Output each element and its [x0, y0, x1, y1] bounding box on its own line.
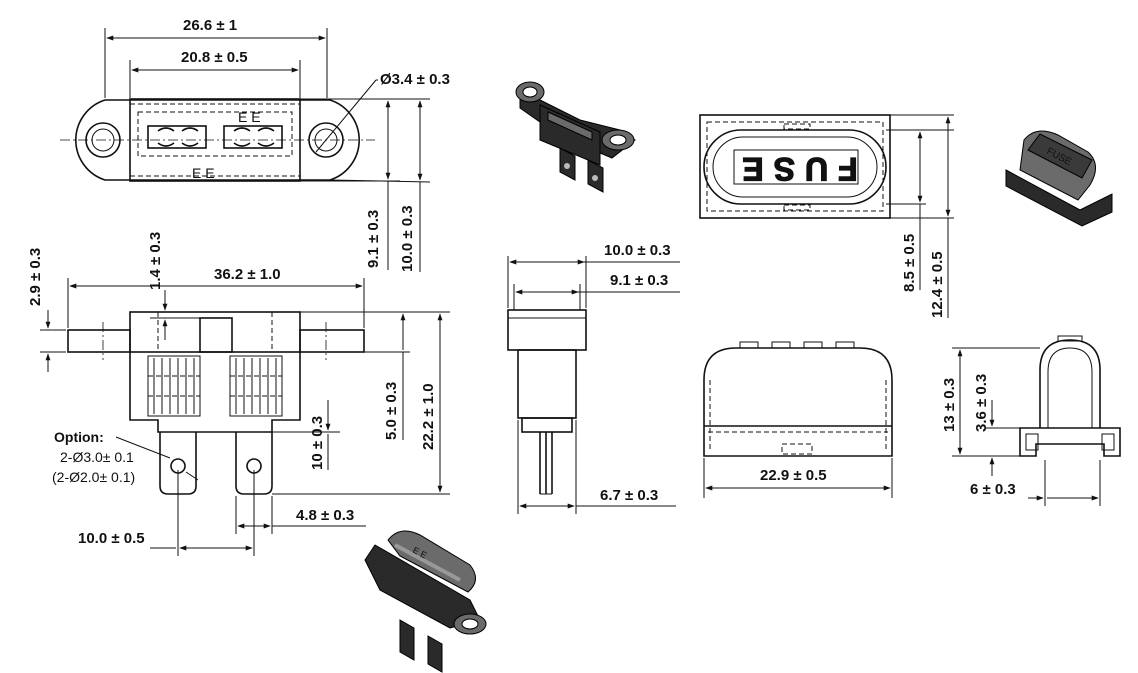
dim-10-label: 10 ± 0.3 — [309, 416, 326, 470]
cover-label: FUSE — [732, 151, 857, 187]
dim-26-6-label: 26.6 ± 1 — [183, 17, 237, 34]
dim-side: 10.0 ± 0.3 9.1 ± 0.3 6.7 ± 0.3 — [507, 242, 680, 514]
dim-flange-thk: 2.9 ± 0.3 — [27, 248, 66, 372]
cover-3d: FUSE — [1005, 130, 1113, 227]
dim-36-2-label: 36.2 ± 1.0 — [214, 266, 281, 283]
option-title: Option: — [54, 429, 104, 445]
holder-3d-top — [515, 81, 636, 193]
dim-22-2-label: 22.2 ± 1.0 — [420, 383, 437, 450]
dim-cover-top: 8.5 ± 0.5 12.4 ± 0.5 — [886, 114, 954, 318]
dim-1-4-label: 1.4 ± 0.3 — [147, 232, 164, 290]
dim-hole-dia: Ø3.4 ± 0.3 — [315, 71, 450, 153]
dim-terminal-width: 4.8 ± 0.3 — [235, 496, 366, 534]
dim-front-heights: 5.0 ± 0.3 22.2 ± 1.0 — [272, 311, 450, 495]
option-line1: 2-Ø3.0± 0.1 — [60, 449, 134, 465]
dim-front-overall: 36.2 ± 1.0 — [67, 266, 365, 328]
dim-5-0-label: 5.0 ± 0.3 — [383, 382, 400, 440]
dim-side-9-1-label: 9.1 ± 0.3 — [610, 272, 668, 289]
cover-front-view — [703, 341, 893, 457]
holder-marking: E E — [192, 165, 215, 181]
dim-terminal-len: 10 ± 0.3 — [272, 400, 340, 470]
dim-6-label: 6 ± 0.3 — [970, 481, 1016, 498]
dim-8-5-label: 8.5 ± 0.5 — [901, 234, 918, 292]
dim-hole-label: Ø3.4 ± 0.3 — [380, 71, 450, 88]
dim-cover-side: 13 ± 0.3 3.6 ± 0.3 6 ± 0.3 — [941, 347, 1101, 506]
dim-10-0-pitch-label: 10.0 ± 0.5 — [78, 530, 145, 547]
dim-20-8-label: 20.8 ± 0.5 — [181, 49, 248, 66]
dim-10-0-label: 10.0 ± 0.3 — [399, 205, 416, 272]
dim-step: 1.4 ± 0.3 — [147, 232, 200, 340]
dim-6-7-label: 6.7 ± 0.3 — [600, 487, 658, 504]
dim-2-9-label: 2.9 ± 0.3 — [27, 248, 44, 306]
cover-side-view — [1019, 335, 1121, 457]
dim-top-overall: 26.6 ± 1 — [104, 17, 328, 98]
cover-top-view: FUSE — [699, 114, 891, 219]
dim-4-8-label: 4.8 ± 0.3 — [296, 507, 354, 524]
option-line2: (2-Ø2.0± 0.1) — [52, 469, 135, 485]
dim-3-6-label: 3.6 ± 0.3 — [973, 374, 990, 432]
dim-top-inner: 20.8 ± 0.5 — [129, 49, 301, 98]
option-note: Option: 2-Ø3.0± 0.1 (2-Ø2.0± 0.1) — [52, 429, 199, 485]
front-view-holder — [67, 311, 365, 495]
right-contact — [229, 355, 283, 417]
top-view-holder: E E E E — [60, 98, 375, 182]
dim-13-label: 13 ± 0.3 — [941, 378, 958, 432]
dim-9-1-label: 9.1 ± 0.3 — [365, 210, 382, 268]
holder-marking-top: E E — [238, 109, 261, 125]
dim-terminal-pitch: 10.0 ± 0.5 — [78, 470, 255, 556]
dim-top-heights: 9.1 ± 0.3 10.0 ± 0.3 — [300, 98, 431, 272]
dim-22-9-label: 22.9 ± 0.5 — [760, 467, 827, 484]
dim-side-10-label: 10.0 ± 0.3 — [604, 242, 671, 259]
side-view-holder — [507, 309, 587, 495]
holder-3d-bottom: E E — [364, 530, 487, 673]
dim-cover-length: 22.9 ± 0.5 — [703, 458, 893, 498]
left-contact — [147, 355, 201, 417]
dim-12-4-label: 12.4 ± 0.5 — [929, 251, 946, 318]
